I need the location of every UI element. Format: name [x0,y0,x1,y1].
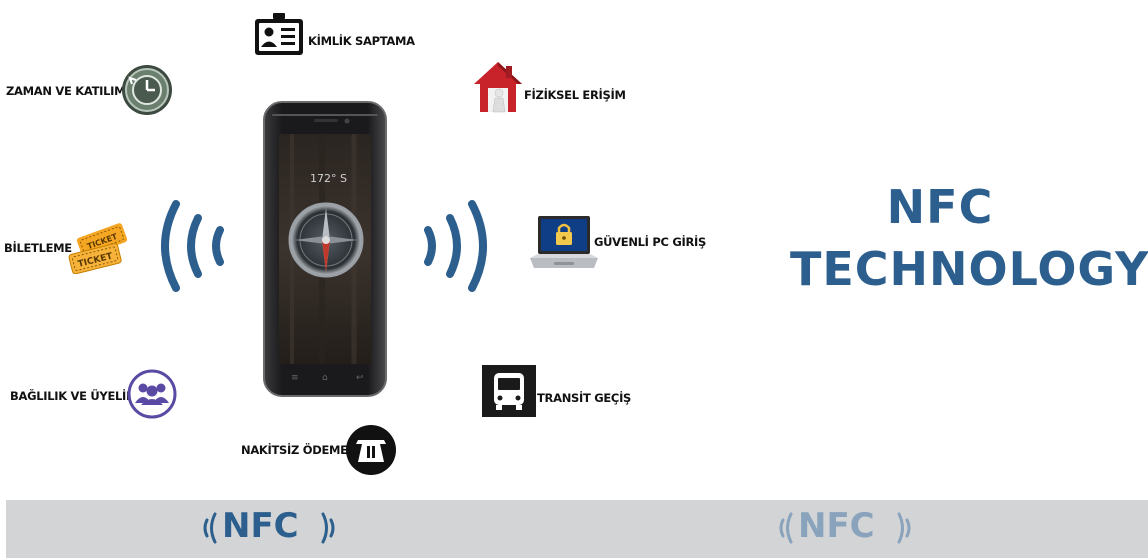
label-kimlik-saptama: KİMLİK SAPTAMA [308,34,415,48]
time-machine-clock-icon [122,65,172,115]
label-fiziksel-erisim: FİZİKSEL ERİŞİM [524,88,626,102]
nfc-logo-right-text: NFC [798,506,875,546]
label-zaman-ve-katilim: ZAMAN VE KATILIM [6,84,126,98]
footer-bar: NFC NFC [6,500,1148,558]
nfc-logo-right: NFC [774,506,934,550]
svg-text:≡: ≡ [291,373,299,383]
house-access-icon [474,62,522,113]
label-guvenli-pc-giris: GÜVENLİ PC GİRİŞ [594,235,706,249]
svg-text:⌂: ⌂ [322,373,328,383]
label-baglilik-ve-uyelik: BAĞLILIK VE ÜYELİK [10,389,135,403]
label-nakitsiz-odeme: NAKİTSİZ ÖDEME [241,443,348,457]
svg-text:↩: ↩ [356,373,364,383]
membership-group-icon [127,369,177,419]
label-transit-gecis: TRANSİT GEÇİŞ [537,391,632,405]
nfc-logo-left-waves-right-icon [321,512,335,544]
nfc-logo-right-waves-right-icon [897,512,911,544]
laptop-lock-icon [530,216,598,268]
nfc-logo-right-waves-left-icon [779,512,793,544]
title-line-1: NFC [886,180,994,234]
nfc-logo-left-waves-left-icon [203,512,217,544]
nfc-logo-left-text: NFC [222,506,299,546]
title-line-2: TECHNOLOGY [790,242,1148,296]
nfc-logo-left: NFC [198,506,358,550]
left-nfc-waves-icon [161,200,224,292]
id-card-icon [255,13,303,55]
ticket-icon: TICKET TICKET [68,223,128,274]
right-nfc-waves-icon [424,200,487,292]
bus-transit-icon [482,365,536,417]
compass-heading-text: 172° S [310,172,347,185]
card-payment-icon [346,425,396,475]
smartphone-image: 172° S ≡ ⌂ ↩ [263,101,387,397]
label-biletleme: BİLETLEME [4,241,72,255]
